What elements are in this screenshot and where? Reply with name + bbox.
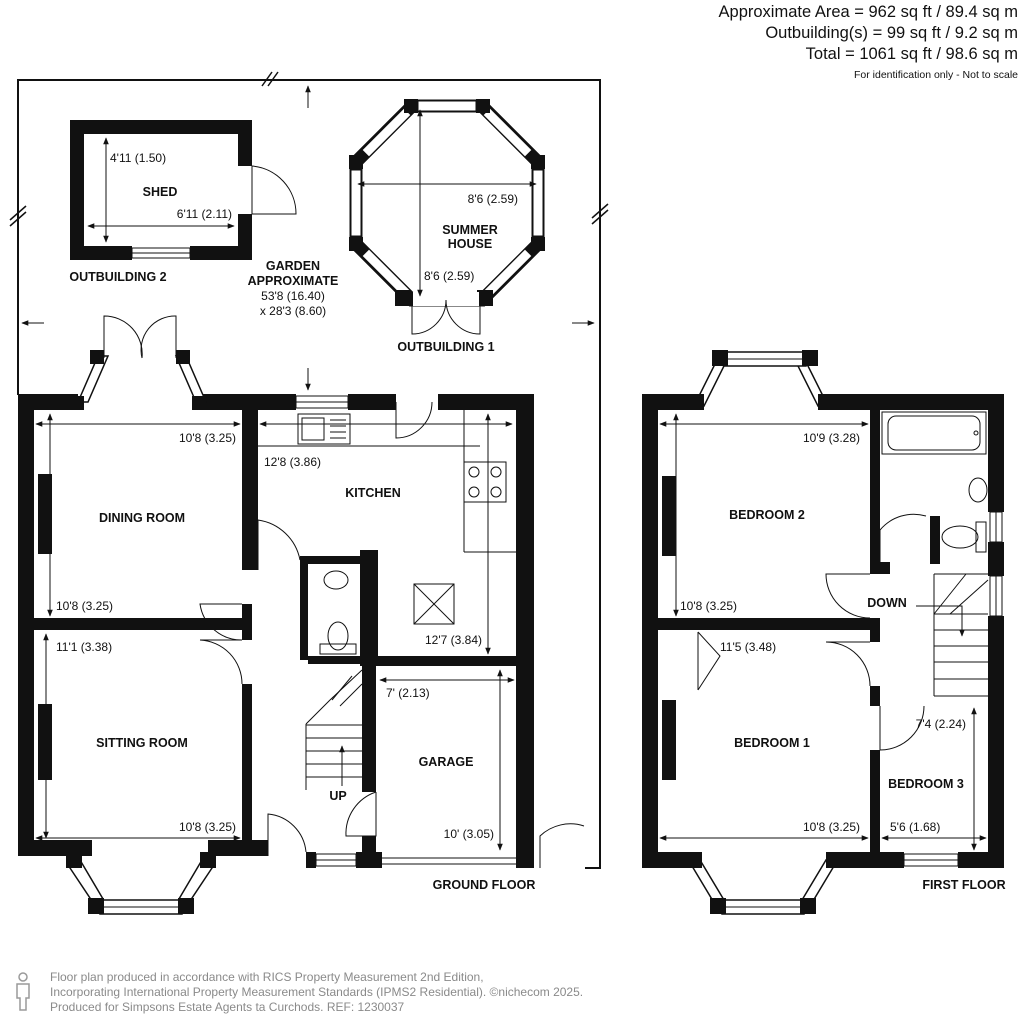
down-label: DOWN [867, 596, 907, 610]
bedroom2-bay-window [688, 350, 834, 410]
garden-label: GARDEN [266, 259, 320, 273]
garage-label: GARAGE [419, 755, 474, 769]
bedroom-2-label: BEDROOM 2 [729, 508, 805, 522]
sitting-width-dimension: 10'8 (3.25) [179, 820, 236, 834]
dining-room-label: DINING ROOM [99, 511, 185, 525]
summer-house-height-dimension: 8'6 (2.59) [424, 269, 474, 283]
bathroom-fittings [881, 411, 988, 553]
garage-height-dimension: 10' (3.05) [444, 827, 494, 841]
first-floor-staircase [916, 573, 989, 697]
outbuilding-2-label: OUTBUILDING 2 [69, 270, 166, 284]
summer-house-windows [350, 100, 544, 299]
ground-floor-windows [295, 395, 516, 867]
ground-floor-staircase [305, 669, 363, 790]
garden-boundary [17, 79, 601, 869]
outbuilding-1-label: OUTBUILDING 1 [397, 340, 494, 354]
bedroom-1-width-dimension: 10'8 (3.25) [803, 820, 860, 834]
first-floor-label: FIRST FLOOR [922, 878, 1005, 892]
outbuildings-area-text: Outbuilding(s) = 99 sq ft / 9.2 sq m [765, 24, 1018, 42]
ground-floor-walls [18, 394, 534, 868]
shed-dimension-lines [87, 137, 235, 243]
summer-house-label-line1: SUMMER [442, 223, 498, 237]
sitting-room-label: SITTING ROOM [96, 736, 188, 750]
ground-floor-dimension-lines [35, 413, 515, 851]
garden-dimension-2: x 28'3 (8.60) [260, 304, 326, 318]
first-floor-dimension-lines [659, 413, 987, 851]
shed-walls [70, 120, 252, 260]
bedroom-3-label: BEDROOM 3 [888, 777, 964, 791]
kitchen-fittings [258, 410, 516, 625]
bedroom-1-label: BEDROOM 1 [734, 736, 810, 750]
shed-width-dimension: 6'11 (2.11) [177, 207, 232, 221]
footer-line-2: Incorporating International Property Mea… [50, 985, 584, 999]
summer-house-dimension-lines [357, 109, 537, 297]
bedroom-1-height-dimension: 11'5 (3.48) [720, 640, 776, 654]
bedroom-2-width-dimension: 10'9 (3.28) [803, 431, 860, 445]
bedroom-2-height-dimension: 10'8 (3.25) [680, 599, 737, 613]
summer-house-corners [349, 99, 545, 306]
garage-width-dimension: 7' (2.13) [386, 686, 430, 700]
first-floor-walls [642, 394, 1004, 868]
first-floor-windows [903, 511, 1003, 867]
ground-floor-label: GROUND FLOOR [433, 878, 536, 892]
area-summary: Approximate Area = 962 sq ft / 89.4 sq m… [719, 2, 1018, 81]
bedroom-3-height-dimension: 7'4 (2.24) [916, 717, 966, 731]
kitchen-label: KITCHEN [345, 486, 401, 500]
shed-window [131, 247, 191, 259]
dining-width-dimension: 10'8 (3.25) [179, 431, 236, 445]
boundary-break-marks [9, 71, 609, 227]
kitchen-width-dimension: 12'8 (3.86) [264, 455, 321, 469]
summer-house-label-line2: HOUSE [448, 237, 492, 251]
bedroom1-bay-window [686, 852, 842, 915]
footer-line-1: Floor plan produced in accordance with R… [50, 970, 484, 984]
summer-house-door-gap [413, 292, 479, 306]
dining-bay-window [70, 315, 208, 410]
up-label: UP [329, 789, 346, 803]
dining-height-dimension: 10'8 (3.25) [56, 599, 113, 613]
bedroom-3-width-dimension: 5'6 (1.68) [890, 820, 940, 834]
garden-arrows [21, 85, 595, 391]
approximate-area-text: Approximate Area = 962 sq ft / 89.4 sq m [718, 3, 1018, 21]
total-area-text: Total = 1061 sq ft / 98.6 sq m [805, 45, 1018, 63]
shed-label: SHED [143, 185, 178, 199]
person-icon [16, 972, 30, 1011]
first-floor-doors [697, 513, 927, 751]
identification-note: For identification only - Not to scale [854, 69, 1018, 81]
garden-dimension-1: 53'8 (16.40) [261, 289, 325, 303]
garden-approximate-label: APPROXIMATE [248, 274, 339, 288]
sitting-height-dimension: 11'1 (3.38) [56, 640, 112, 654]
summer-house-width-dimension: 8'6 (2.59) [468, 192, 518, 206]
wc-fittings [319, 570, 357, 655]
shed-door [251, 165, 297, 215]
summer-house-doors [411, 299, 481, 335]
footer-line-3: Produced for Simpsons Estate Agents ta C… [50, 1000, 405, 1014]
kitchen-height-dimension: 12'7 (3.84) [425, 633, 482, 647]
sitting-bay-window [66, 852, 216, 915]
shed-height-dimension: 4'11 (1.50) [110, 151, 166, 165]
ground-floor-doors [199, 401, 585, 868]
